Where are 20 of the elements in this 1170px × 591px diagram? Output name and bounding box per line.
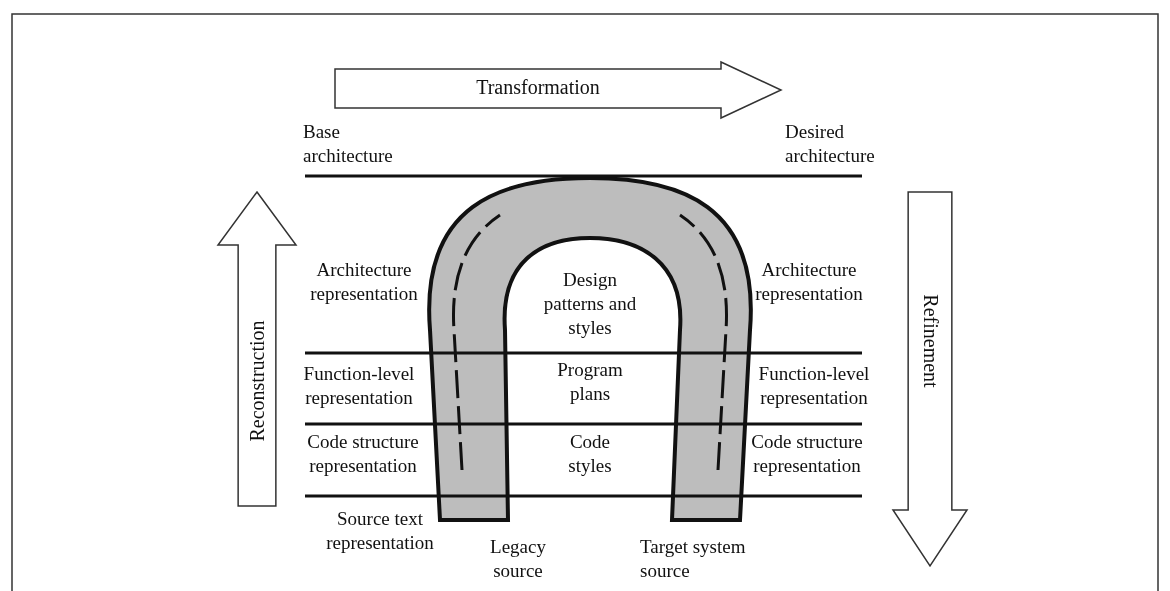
arrow-label: Reconstruction: [245, 320, 269, 442]
layer-label: Function-level representation: [302, 362, 416, 410]
arrow-label: Transformation: [475, 76, 601, 99]
layer-label: Desired architecture: [785, 120, 876, 168]
layer-label: Design patterns and styles: [542, 268, 638, 340]
layer-label: Code styles: [567, 430, 613, 478]
layer-label: Source text representation: [325, 507, 435, 555]
arrow-label: Refinement: [918, 294, 942, 388]
layer-label: Code structure representation: [750, 430, 864, 478]
layer-label: Code structure representation: [306, 430, 420, 478]
block-arrow: [216, 190, 298, 508]
layer-label: Target system source: [640, 535, 747, 583]
layer-label: Legacy source: [489, 535, 547, 583]
layer-label: Architecture representation: [309, 258, 419, 306]
layer-label: Program plans: [556, 358, 624, 406]
layer-label: Function-level representation: [757, 362, 871, 410]
block-arrow: [333, 60, 783, 120]
layer-label: Architecture representation: [754, 258, 864, 306]
layer-label: Base architecture: [303, 120, 394, 168]
block-arrow: [891, 190, 969, 568]
